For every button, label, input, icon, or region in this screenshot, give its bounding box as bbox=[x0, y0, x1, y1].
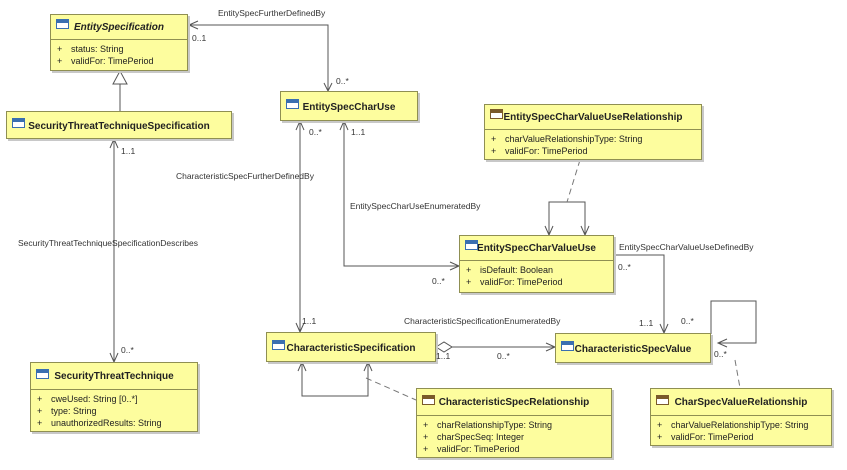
class-icon bbox=[656, 395, 669, 405]
arrowhead-cs-self-right bbox=[363, 360, 373, 372]
class-name: EntitySpecCharValueUse bbox=[477, 242, 596, 254]
multiplicity-label: 0..* bbox=[336, 76, 349, 86]
class-icon bbox=[12, 118, 25, 128]
assoc-class-link-csvr bbox=[734, 359, 741, 389]
class-icon bbox=[561, 341, 574, 351]
assoc-escueb-line bbox=[343, 121, 459, 267]
arrowhead-csfdb-top bbox=[295, 119, 305, 131]
multiplicity-label: 1..1 bbox=[436, 351, 451, 361]
class-icon bbox=[56, 19, 69, 29]
composition-diamond bbox=[435, 341, 453, 353]
multiplicity-label: 0..* bbox=[121, 345, 134, 355]
attribute: +validFor: TimePeriod bbox=[657, 432, 754, 442]
class-characteristic-specification[interactable]: CharacteristicSpecification bbox=[266, 332, 436, 362]
class-name: CharacteristicSpecification bbox=[286, 342, 416, 354]
class-icon bbox=[286, 99, 299, 109]
attribute: +cweUsed: String [0..*] bbox=[37, 394, 138, 404]
class-entity-specification[interactable]: EntitySpecification +status: String +val… bbox=[50, 14, 188, 71]
class-icon bbox=[465, 240, 478, 250]
multiplicity-label: 0..1 bbox=[192, 33, 207, 43]
multiplicity-label: 1..1 bbox=[302, 316, 317, 326]
class-name: CharacteristicSpecValue bbox=[574, 343, 692, 355]
arrowhead-esfdb bbox=[187, 20, 199, 30]
class-icon bbox=[36, 369, 49, 379]
class-icon bbox=[490, 109, 503, 119]
class-security-threat-technique[interactable]: SecurityThreatTechnique +cweUsed: String… bbox=[30, 362, 198, 432]
multiplicity-label: 0..* bbox=[497, 351, 510, 361]
self-assoc-escvu bbox=[548, 201, 586, 235]
multiplicity-label: 0..* bbox=[432, 276, 445, 286]
assoc-label-characteristic-spec-further-defined-by: CharacteristicSpecFurtherDefinedBy bbox=[176, 171, 314, 181]
assoc-class-link-escvur bbox=[566, 159, 581, 203]
class-entity-spec-char-use[interactable]: EntitySpecCharUse bbox=[280, 91, 418, 121]
class-icon bbox=[272, 340, 285, 350]
attribute: +charSpecSeq: Integer bbox=[423, 432, 525, 442]
assoc-label-entity-spec-further-defined-by: EntitySpecFurtherDefinedBy bbox=[218, 8, 326, 18]
class-char-spec-value-relationship[interactable]: CharSpecValueRelationship +charValueRela… bbox=[650, 388, 832, 446]
assoc-class-link-csr bbox=[365, 377, 417, 401]
assoc-label-entity-spec-char-use-enumerated-by: EntitySpecCharUseEnumeratedBy bbox=[350, 201, 481, 211]
attribute: +charRelationshipType: String bbox=[423, 420, 553, 430]
assoc-label-characteristic-specification-enumerated-by: CharacteristicSpecificationEnumeratedBy bbox=[404, 316, 561, 326]
attribute: +charValueRelationshipType: String bbox=[491, 134, 643, 144]
class-name: EntitySpecCharValueUseRelationship bbox=[503, 111, 683, 123]
class-name: CharacteristicSpecRelationship bbox=[438, 396, 590, 408]
assoc-entity-spec-further-defined-by-line bbox=[189, 24, 329, 91]
multiplicity-label: 1..1 bbox=[351, 127, 366, 137]
attribute: +isDefault: Boolean bbox=[466, 265, 554, 275]
arrowhead-stts-top bbox=[109, 137, 119, 149]
multiplicity-label: 0..* bbox=[681, 316, 694, 326]
attribute: +validFor: TimePeriod bbox=[423, 444, 520, 454]
class-security-threat-technique-specification[interactable]: SecurityThreatTechniqueSpecification bbox=[6, 111, 232, 139]
attribute: +validFor: TimePeriod bbox=[57, 56, 154, 66]
multiplicity-label: 1..1 bbox=[639, 318, 654, 328]
generalization-triangle bbox=[112, 69, 128, 85]
class-entity-spec-char-value-use-relationship[interactable]: EntitySpecCharValueUseRelationship +char… bbox=[484, 104, 702, 160]
self-assoc-csv bbox=[710, 300, 757, 344]
class-name: SecurityThreatTechniqueSpecification bbox=[28, 120, 210, 132]
class-entity-spec-char-value-use[interactable]: EntitySpecCharValueUse +isDefault: Boole… bbox=[459, 235, 614, 293]
multiplicity-label: 1..1 bbox=[121, 146, 136, 156]
class-name: SecurityThreatTechnique bbox=[54, 370, 174, 382]
arrowhead-csv-self bbox=[716, 338, 728, 348]
class-name: EntitySpecCharUse bbox=[302, 101, 396, 113]
class-icon bbox=[422, 395, 435, 405]
attribute: +charValueRelationshipType: String bbox=[657, 420, 809, 430]
arrowhead-escueb-top bbox=[339, 119, 349, 131]
class-characteristic-spec-value[interactable]: CharacteristicSpecValue bbox=[555, 333, 711, 363]
attribute: +validFor: TimePeriod bbox=[466, 277, 563, 287]
multiplicity-label: 0..* bbox=[618, 262, 631, 272]
attribute: +unauthorizedResults: String bbox=[37, 418, 162, 428]
class-characteristic-spec-relationship[interactable]: CharacteristicSpecRelationship +charRela… bbox=[416, 388, 612, 458]
class-name: CharSpecValueRelationship bbox=[674, 396, 808, 408]
self-assoc-cs bbox=[301, 362, 369, 397]
arrowhead-cs-self-left bbox=[297, 360, 307, 372]
multiplicity-label: 0..* bbox=[714, 349, 727, 359]
attribute: +status: String bbox=[57, 44, 124, 54]
attribute: +type: String bbox=[37, 406, 97, 416]
assoc-escvudb-line bbox=[614, 254, 665, 333]
class-name: EntitySpecification bbox=[73, 21, 164, 33]
assoc-label-stts-describes: SecurityThreatTechniqueSpecificationDesc… bbox=[18, 238, 199, 248]
multiplicity-label: 0..* bbox=[309, 127, 322, 137]
attribute: +validFor: TimePeriod bbox=[491, 146, 588, 156]
assoc-label-entity-spec-char-value-use-defined-by: EntitySpecCharValueUseDefinedBy bbox=[619, 242, 754, 252]
